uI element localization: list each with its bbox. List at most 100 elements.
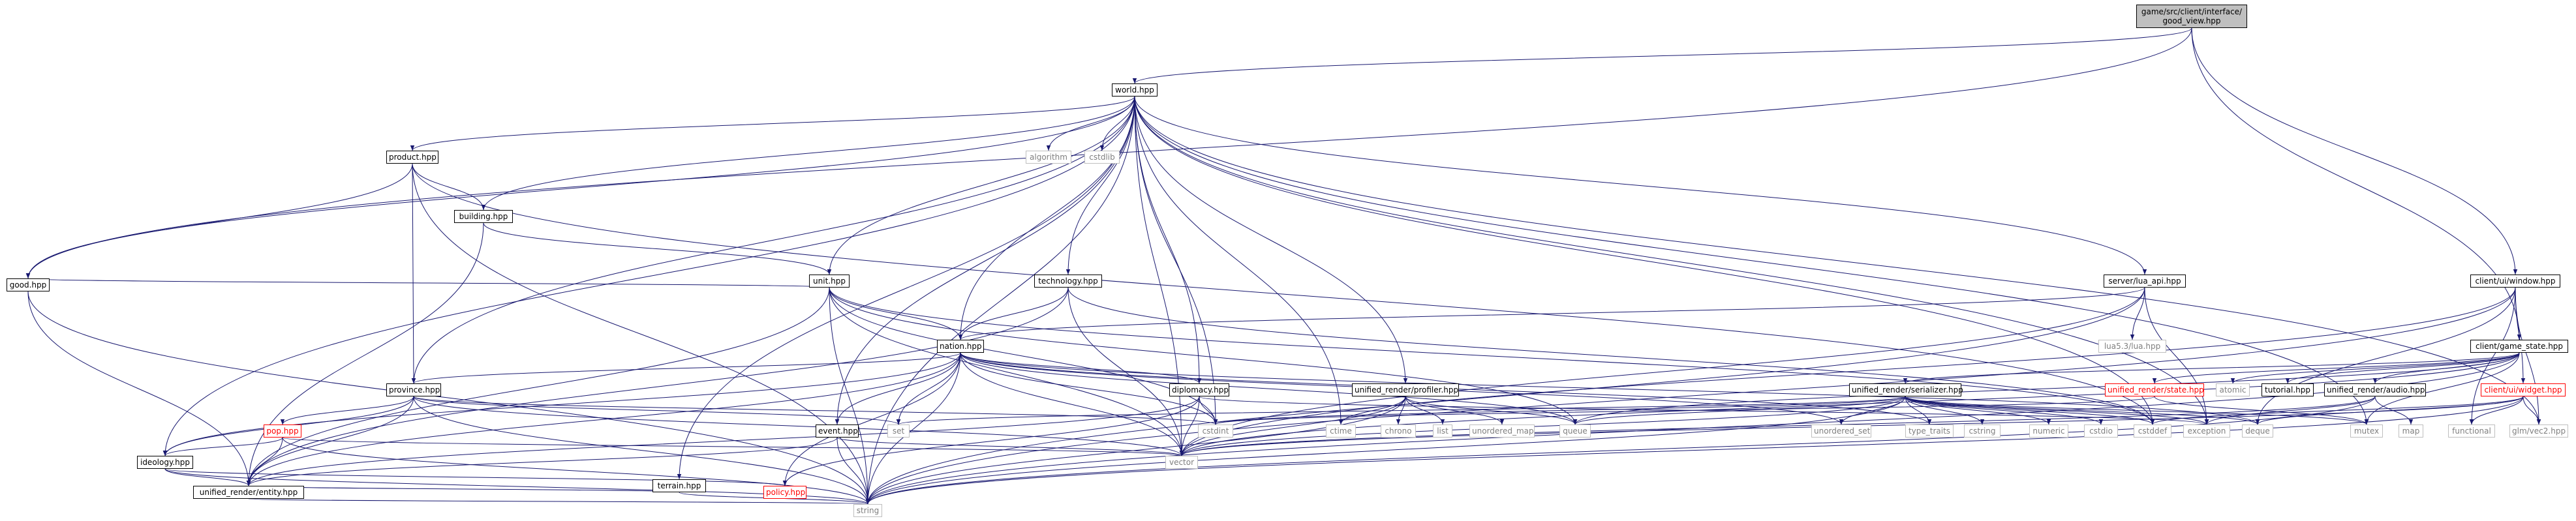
edge-serializer-to-cstdint xyxy=(1214,396,1906,425)
node-profiler-hpp[interactable]: unified_render/profiler.hpp xyxy=(1352,383,1459,396)
node-widget-hpp[interactable]: client/ui/widget.hpp xyxy=(2481,383,2566,396)
edge-root-to-game_state xyxy=(2191,27,2522,340)
node-ur-state-hpp[interactable]: unified_render/state.hpp xyxy=(2105,383,2204,396)
node-glm-vec2-hpp[interactable]: glm/vec2.hpp xyxy=(2509,424,2568,438)
node-ideology-hpp[interactable]: ideology.hpp xyxy=(137,456,193,469)
node-map[interactable]: map xyxy=(2399,424,2423,438)
edge-lua_api-to-nation xyxy=(958,287,2145,340)
node-building-hpp[interactable]: building.hpp xyxy=(454,210,513,223)
node-tutorial-hpp[interactable]: tutorial.hpp xyxy=(2262,383,2314,396)
node-functional[interactable]: functional xyxy=(2448,424,2495,438)
node-atomic[interactable]: atomic xyxy=(2216,383,2250,396)
edge-widget-to-string xyxy=(866,396,2524,505)
edge-world-to-cstddef xyxy=(1134,96,2155,425)
edge-world-to-building xyxy=(481,96,1135,211)
node-cstdint[interactable]: cstdint xyxy=(1198,424,1233,438)
node-good-view-hpp[interactable]: game/src/client/interface/good_view.hpp xyxy=(2136,5,2247,28)
node-exception[interactable]: exception xyxy=(2183,424,2230,438)
edge-audio-to-string xyxy=(866,396,2376,505)
node-label: game/src/client/interface/good_view.hpp xyxy=(2141,7,2243,25)
node-label: client/ui/window.hpp xyxy=(2475,276,2556,286)
edge-nation-to-set xyxy=(896,352,961,425)
node-label: glm/vec2.hpp xyxy=(2512,426,2566,436)
node-cstddef[interactable]: cstddef xyxy=(2134,424,2171,438)
edge-world-to-exception xyxy=(1134,96,2209,425)
node-pop-hpp[interactable]: pop.hpp xyxy=(264,424,301,438)
node-label: server/lua_api.hpp xyxy=(2108,276,2181,286)
node-event-hpp[interactable]: event.hpp xyxy=(816,424,859,438)
edge-event-to-string xyxy=(836,437,870,505)
node-chrono[interactable]: chrono xyxy=(1381,424,1416,438)
node-world-hpp[interactable]: world.hpp xyxy=(1112,83,1158,97)
edge-technology-to-vector xyxy=(1067,287,1184,456)
node-unordered-map[interactable]: unordered_map xyxy=(1469,424,1535,438)
node-label: cstring xyxy=(1969,426,1996,436)
node-label: unified_render/profiler.hpp xyxy=(1355,385,1459,394)
edge-nation-to-event xyxy=(835,352,961,425)
edge-world-to-profiler xyxy=(1134,96,1408,384)
node-entity-hpp[interactable]: unified_render/entity.hpp xyxy=(193,486,304,499)
node-list[interactable]: list xyxy=(1433,424,1452,438)
node-terrain-hpp[interactable]: terrain.hpp xyxy=(652,479,706,492)
node-type-traits[interactable]: type_traits xyxy=(1905,424,1954,438)
node-label: ctime xyxy=(1330,426,1352,436)
edge-game_state-to-tutorial xyxy=(2285,352,2520,384)
node-product-hpp[interactable]: product.hpp xyxy=(386,151,438,164)
edge-product-to-good xyxy=(25,163,413,279)
node-audio-hpp[interactable]: unified_render/audio.hpp xyxy=(2324,383,2426,396)
node-ctime[interactable]: ctime xyxy=(1326,424,1356,438)
edge-lua_api-to-vector xyxy=(1179,287,2145,456)
edge-widget-to-cstddef xyxy=(2151,396,2524,425)
edge-good-to-string xyxy=(27,291,870,505)
node-vector[interactable]: vector xyxy=(1165,456,1198,469)
edge-window-to-deque xyxy=(2255,287,2516,425)
edge-serializer-to-type_traits xyxy=(1905,396,1932,425)
node-label: unit.hpp xyxy=(813,276,846,286)
edge-nation-to-diplomacy xyxy=(960,352,1202,384)
edge-window-to-string xyxy=(865,287,2516,505)
edge-world-to-product xyxy=(410,96,1135,151)
node-label: unified_render/state.hpp xyxy=(2108,385,2204,394)
node-label: string xyxy=(856,506,880,515)
edge-world-to-cstdint xyxy=(1134,96,1218,425)
node-technology-hpp[interactable]: technology.hpp xyxy=(1034,275,1102,288)
node-cstdio[interactable]: cstdio xyxy=(2084,424,2118,438)
edge-world-to-terrain xyxy=(677,96,1135,480)
node-set[interactable]: set xyxy=(887,424,910,438)
node-nation-hpp[interactable]: nation.hpp xyxy=(937,340,984,353)
node-label: building.hpp xyxy=(459,212,508,221)
edge-diplomacy-to-entity xyxy=(246,396,1200,486)
node-window-hpp[interactable]: client/ui/window.hpp xyxy=(2470,275,2560,288)
node-province-hpp[interactable]: province.hpp xyxy=(386,383,441,396)
node-algorithm[interactable]: algorithm xyxy=(1026,151,1071,164)
node-lua-api-hpp[interactable]: server/lua_api.hpp xyxy=(2104,275,2186,288)
node-lua-hpp[interactable]: lua5.3/lua.hpp xyxy=(2098,340,2166,353)
edge-profiler-to-queue xyxy=(1405,396,1578,425)
edge-serializer-to-numeric xyxy=(1905,396,2051,425)
node-label: world.hpp xyxy=(1115,85,1154,95)
edge-unit-to-cstdint xyxy=(829,287,1218,425)
node-mutex[interactable]: mutex xyxy=(2350,424,2383,438)
node-game-state-hpp[interactable]: client/game_state.hpp xyxy=(2470,340,2568,353)
node-diplomacy-hpp[interactable]: diplomacy.hpp xyxy=(1169,383,1229,396)
node-unit-hpp[interactable]: unit.hpp xyxy=(809,275,850,288)
edge-ideology-to-policy xyxy=(164,468,787,486)
node-policy-hpp[interactable]: policy.hpp xyxy=(763,486,806,499)
node-label: lua5.3/lua.hpp xyxy=(2104,342,2161,351)
node-good-hpp[interactable]: good.hpp xyxy=(7,278,50,291)
node-numeric[interactable]: numeric xyxy=(2029,424,2068,438)
node-cstdlib[interactable]: cstdlib xyxy=(1084,151,1120,164)
edge-world-to-string xyxy=(865,96,1135,505)
node-unordered-set[interactable]: unordered_set xyxy=(1811,424,1871,438)
node-string[interactable]: string xyxy=(853,504,882,517)
node-label: chrono xyxy=(1385,426,1412,436)
edge-serializer-to-deque xyxy=(1905,396,2260,425)
node-deque[interactable]: deque xyxy=(2242,424,2273,438)
edge-game_state-to-vector xyxy=(1180,352,2520,456)
node-queue[interactable]: queue xyxy=(1559,424,1591,438)
edge-unit-to-good xyxy=(27,278,830,288)
node-cstring[interactable]: cstring xyxy=(1964,424,2001,438)
edge-game_state-to-queue xyxy=(1573,352,2520,425)
node-serializer-hpp[interactable]: unified_render/serializer.hpp xyxy=(1849,383,1963,396)
edge-game_state-to-mutex xyxy=(2364,352,2520,425)
